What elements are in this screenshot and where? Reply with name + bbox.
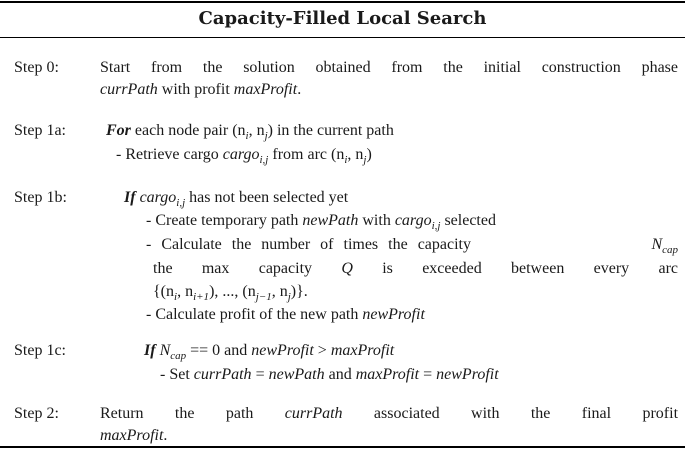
step-1a-line-2: - Retrieve cargo cargoi,j from arc (ni, …	[116, 146, 372, 167]
top-rule	[0, 1, 685, 3]
step-1b-line-2: - Create temporary path newPath with car…	[146, 212, 496, 233]
step-1b-line-1: If cargoi,j has not been selected yet	[124, 189, 349, 210]
step-1b-line-3: - Calculate the number of times the capa…	[146, 236, 678, 257]
step-0-line-1: Start from the solution obtained from th…	[100, 59, 678, 76]
algorithm-title: Capacity-Filled Local Search	[198, 8, 487, 29]
step-2-line-2: maxProfit.	[100, 427, 168, 444]
step-1b-line-5: {(ni, ni+1), ..., (nj−1, nj)}.	[153, 283, 308, 304]
step-1a-line-1: For each node pair (ni, nj) in the curre…	[106, 122, 394, 143]
step-2-line-1: Return the path currPath associated with…	[100, 405, 679, 422]
step-0-label: Step 0:	[14, 59, 59, 76]
step-1b-line-6: - Calculate profit of the new path newPr…	[146, 306, 425, 323]
step-1c-label: Step 1c:	[14, 342, 66, 359]
step-0-line-2: currPath with profit maxProfit.	[100, 81, 302, 98]
bottom-rule	[0, 446, 685, 448]
step-1c-line-1: If Ncap == 0 and newProfit > maxProfit	[144, 342, 395, 363]
step-1b-label: Step 1b:	[14, 189, 67, 206]
step-1a-label: Step 1a:	[14, 122, 66, 139]
header-rule	[0, 37, 685, 38]
step-1b-line-4: the max capacity Q is exceeded between e…	[153, 260, 678, 277]
step-2-label: Step 2:	[14, 405, 59, 422]
step-1c-line-2: - Set currPath = newPath and maxProfit =…	[160, 366, 499, 383]
